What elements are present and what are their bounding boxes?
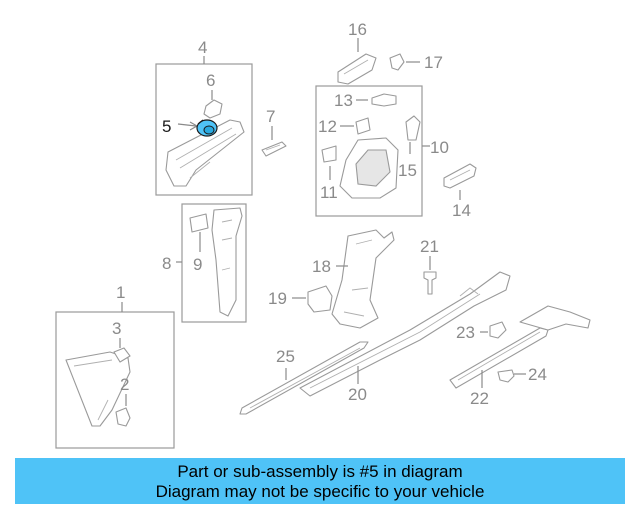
part-14 xyxy=(443,163,477,189)
callout-15: 15 xyxy=(398,161,417,180)
callout-2: 2 xyxy=(120,375,129,394)
part-15 xyxy=(405,115,421,141)
clip-3-part xyxy=(113,347,131,363)
callout-1: 1 xyxy=(116,283,125,302)
part-16 xyxy=(337,53,377,85)
callout-10: 10 xyxy=(430,138,449,157)
callout-17: 17 xyxy=(424,53,443,72)
part-7 xyxy=(261,141,287,157)
clip-9-part xyxy=(189,213,209,233)
info-banner: Part or sub-assembly is #5 in diagram Di… xyxy=(15,458,625,504)
callout-5: 5 xyxy=(162,117,171,136)
callout-12: 12 xyxy=(318,117,337,136)
part-23 xyxy=(489,321,507,339)
clip-6-part xyxy=(203,99,223,119)
callout-8: 8 xyxy=(162,254,171,273)
part-11-trim xyxy=(339,137,399,199)
part-13 xyxy=(371,93,397,107)
part-21-screw xyxy=(423,271,437,295)
callout-24: 24 xyxy=(528,365,547,384)
callout-6: 6 xyxy=(206,71,215,90)
callout-3: 3 xyxy=(112,319,121,338)
callout-19: 19 xyxy=(268,289,287,308)
callout-22: 22 xyxy=(470,389,489,408)
callout-25: 25 xyxy=(276,347,295,366)
part-24 xyxy=(497,369,515,383)
pillar-trim-part xyxy=(165,119,245,187)
callout-14: 14 xyxy=(452,201,471,220)
callout-16: 16 xyxy=(348,20,367,39)
callout-7: 7 xyxy=(266,107,275,126)
group-1-box xyxy=(55,311,175,449)
callout-20: 20 xyxy=(348,385,367,404)
pillar-lower-trim-part xyxy=(211,207,243,317)
callout-13: 13 xyxy=(334,91,353,110)
sill-plate-20 xyxy=(299,271,511,397)
kick-panel-part xyxy=(65,351,131,427)
callout-21: 21 xyxy=(420,237,439,256)
group-8-box xyxy=(181,203,247,323)
callout-11: 11 xyxy=(320,183,338,202)
scuff-plate-25 xyxy=(239,341,369,415)
callout-9: 9 xyxy=(193,255,202,274)
clip-2-part xyxy=(115,407,131,427)
part-12 xyxy=(355,117,371,135)
callout-23: 23 xyxy=(456,323,475,342)
clip-near-11 xyxy=(321,145,337,163)
group-10-box xyxy=(315,85,423,217)
banner-line-1: Part or sub-assembly is #5 in diagram xyxy=(177,462,463,481)
callout-18: 18 xyxy=(312,257,331,276)
part-17 xyxy=(389,53,405,71)
b-pillar-trim-18 xyxy=(331,229,395,329)
banner-line-2: Diagram may not be specific to your vehi… xyxy=(155,482,485,501)
highlighted-part-5 xyxy=(196,119,218,137)
part-19 xyxy=(307,285,333,313)
callout-4: 4 xyxy=(198,38,207,57)
rail-part-22 xyxy=(449,305,591,389)
